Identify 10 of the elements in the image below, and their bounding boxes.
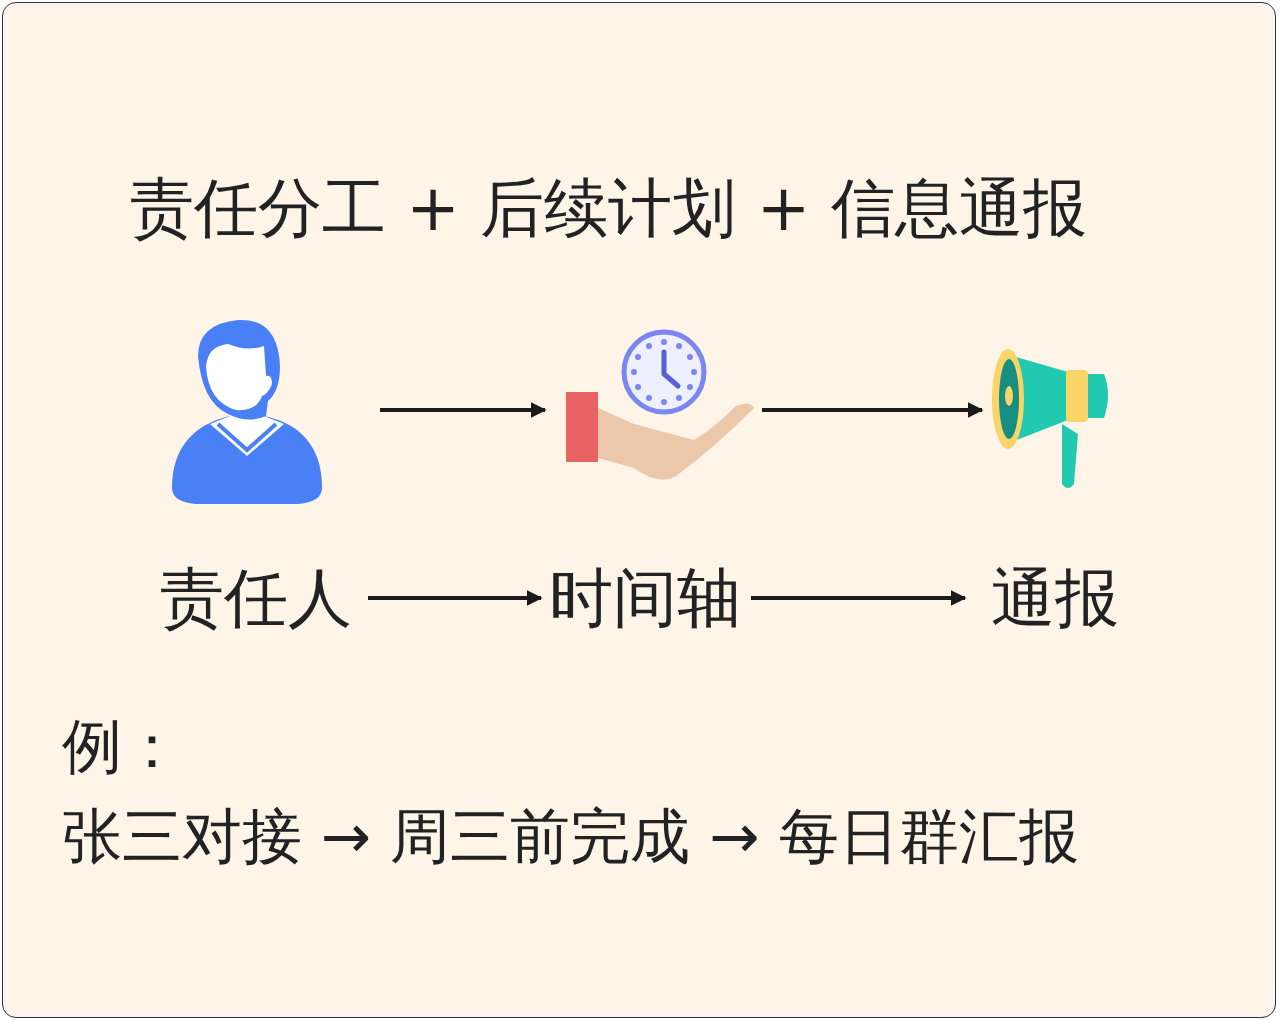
arrow xyxy=(762,402,984,418)
title: 责任分工 + 后续计划 + 信息通报 xyxy=(130,170,1087,247)
arrow xyxy=(368,590,543,606)
example-text: 张三对接 → 周三前完成 → 每日群汇报 xyxy=(62,800,1079,873)
node-label: 时间轴 xyxy=(549,561,741,635)
node-label: 通报 xyxy=(991,561,1119,635)
example-label: 例： xyxy=(62,710,182,783)
arrow xyxy=(380,402,547,418)
arrow xyxy=(751,590,967,606)
node-label: 责任人 xyxy=(160,561,352,635)
